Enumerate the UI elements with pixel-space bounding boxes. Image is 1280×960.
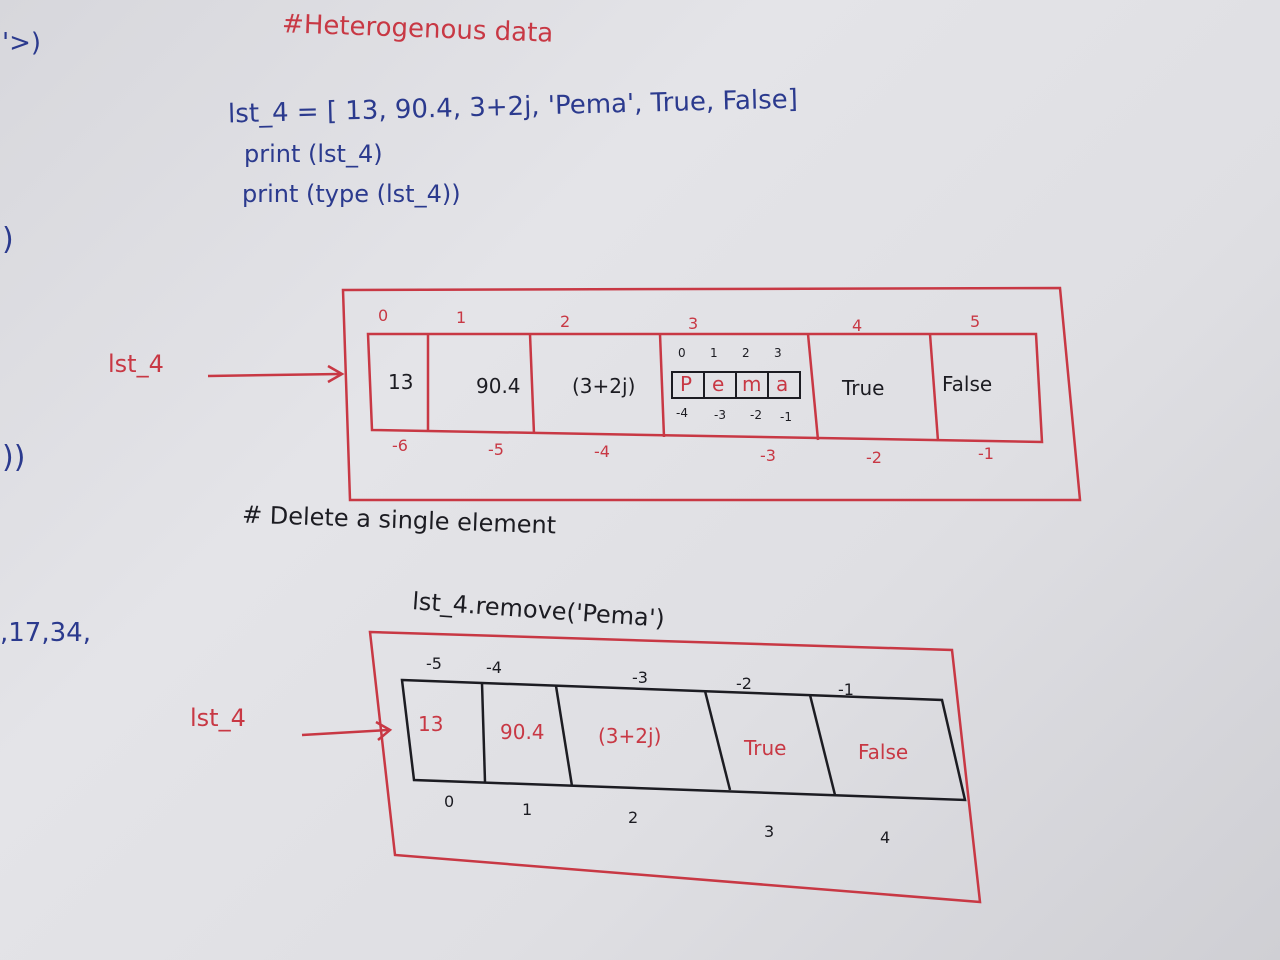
positive-index: 0 bbox=[378, 306, 389, 325]
list-value: True bbox=[842, 376, 885, 400]
string-char-index: 3 bbox=[774, 346, 782, 360]
edge-mark-top: '>) bbox=[2, 28, 42, 58]
edge-mark-mid1: ) bbox=[2, 222, 14, 257]
positive-index: 5 bbox=[970, 312, 981, 331]
positive-index-2: 4 bbox=[880, 828, 891, 847]
list-value-2: 13 bbox=[418, 712, 444, 736]
negative-index: -5 bbox=[488, 440, 504, 459]
list-value-2: (3+2j) bbox=[598, 724, 662, 748]
negative-index-2: -4 bbox=[486, 658, 502, 677]
negative-index: -1 bbox=[978, 444, 994, 463]
string-char: e bbox=[712, 372, 725, 396]
string-char-neg-index: -4 bbox=[676, 406, 688, 420]
code-line-3: print (type (lst_4)) bbox=[242, 180, 461, 208]
list-value: (3+2j) bbox=[572, 374, 636, 398]
string-char-index: 2 bbox=[742, 346, 750, 360]
positive-index: 4 bbox=[852, 316, 863, 335]
list-value: 90.4 bbox=[476, 374, 521, 398]
negative-index-2: -3 bbox=[632, 668, 648, 687]
negative-index: -6 bbox=[392, 436, 408, 455]
string-char: P bbox=[680, 372, 693, 396]
code-line-2: print (lst_4) bbox=[244, 140, 383, 168]
string-char-index: 0 bbox=[678, 346, 686, 360]
list-value-2: 90.4 bbox=[500, 720, 545, 744]
list-value: False bbox=[942, 372, 993, 396]
negative-index: -4 bbox=[594, 442, 610, 461]
list-value: 13 bbox=[388, 370, 414, 394]
negative-index-2: -1 bbox=[838, 680, 854, 699]
positive-index-2: 2 bbox=[628, 808, 639, 827]
negative-index-2: -2 bbox=[736, 674, 752, 693]
positive-index: 1 bbox=[456, 308, 467, 327]
string-char-neg-index: -1 bbox=[780, 410, 792, 424]
negative-index: -3 bbox=[760, 446, 776, 465]
edge-mark-list: ,17,34, bbox=[0, 618, 91, 648]
string-char-index: 1 bbox=[710, 346, 718, 360]
positive-index: 2 bbox=[560, 312, 571, 331]
list-variable-label-2: lst_4 bbox=[190, 704, 246, 732]
string-char-neg-index: -3 bbox=[714, 408, 726, 422]
edge-mark-mid2: )) bbox=[2, 440, 26, 475]
positive-index-2: 0 bbox=[444, 792, 455, 811]
string-char: m bbox=[742, 372, 762, 396]
negative-index-2: -5 bbox=[426, 654, 442, 673]
string-char: a bbox=[776, 372, 789, 396]
list-variable-label: lst_4 bbox=[108, 350, 164, 378]
positive-index: 3 bbox=[688, 314, 699, 333]
list-value-2: True bbox=[744, 736, 787, 760]
positive-index-2: 3 bbox=[764, 822, 775, 841]
negative-index: -2 bbox=[866, 448, 882, 467]
positive-index-2: 1 bbox=[522, 800, 533, 819]
string-char-neg-index: -2 bbox=[750, 408, 762, 422]
list-value-2: False bbox=[858, 740, 909, 764]
